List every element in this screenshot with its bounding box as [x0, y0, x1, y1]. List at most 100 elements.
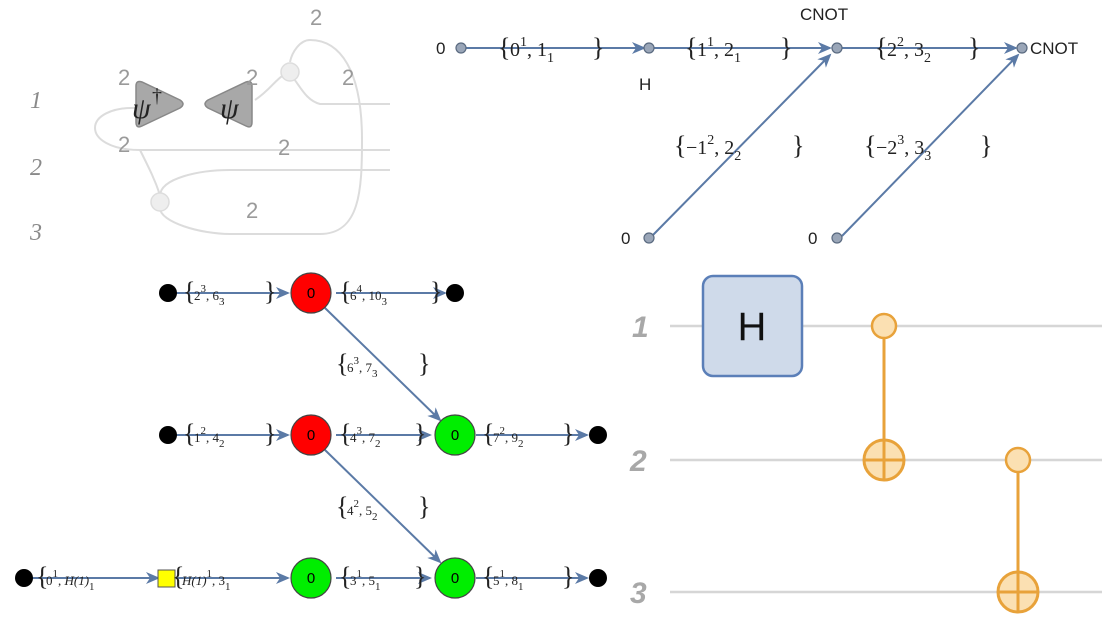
- tensor-node: [280, 62, 300, 82]
- svg-text:{: {: [339, 277, 351, 306]
- qubit-label-1: 1: [632, 311, 649, 344]
- svg-text:}: }: [562, 419, 574, 448]
- svg-text:{: {: [36, 562, 48, 591]
- hadamard-gate: H: [701, 274, 804, 378]
- target-plus-icon: [996, 570, 1040, 614]
- svg-text:{: {: [875, 33, 887, 62]
- svg-text:0: 0: [451, 570, 459, 587]
- svg-text:{: {: [336, 349, 348, 378]
- causal-edge-label: { 63, 73 }: [336, 349, 430, 380]
- svg-text:{: {: [336, 492, 348, 521]
- causal-edge-label: { 72, 92 }: [482, 419, 574, 450]
- svg-text:0: 0: [451, 427, 459, 444]
- causal-edge-label: { 42, 52 }: [336, 492, 430, 523]
- dim-label: 2: [278, 135, 290, 160]
- dag-zero-label: 0: [436, 39, 445, 58]
- dag-panel: 0 0 0 H CNOT CNOT { 01, 11 } { 11, 21 } …: [436, 5, 1078, 248]
- causal-node-red: 0: [290, 272, 332, 314]
- svg-text:}: }: [430, 277, 442, 306]
- svg-text:H(1)1, 31: H(1)1, 31: [181, 568, 231, 593]
- svg-text:23, 63: 23, 63: [194, 283, 225, 308]
- dim-label: 2: [118, 65, 130, 90]
- svg-text:{: {: [482, 562, 494, 591]
- dag-h-label: H: [639, 75, 651, 94]
- svg-text:42, 52: 42, 52: [347, 498, 378, 523]
- dag-edge-label: { −12, 22 }: [674, 131, 804, 164]
- dag-edge-label: { −23, 33 }: [864, 131, 992, 164]
- svg-text:11, 21: 11, 21: [697, 35, 741, 66]
- cnot-gate-2: [996, 446, 1040, 614]
- causal-terminals: [15, 284, 607, 587]
- dag-zero-label: 0: [621, 229, 630, 248]
- svg-text:}: }: [792, 131, 804, 160]
- target-plus-icon: [862, 438, 906, 482]
- svg-text:51, 81: 51, 81: [493, 568, 524, 593]
- causal-graph-panel: 0 0 0 0 0 { 23, 63 } { 64, 103 }: [15, 272, 607, 599]
- control-dot: [1004, 446, 1032, 474]
- svg-text:}: }: [264, 277, 276, 306]
- svg-text:{: {: [183, 419, 195, 448]
- svg-text:{: {: [183, 277, 195, 306]
- svg-text:}: }: [264, 419, 276, 448]
- dim-label: 2: [310, 5, 322, 30]
- causal-edges: [32, 287, 589, 584]
- svg-text:}: }: [418, 492, 430, 521]
- svg-text:22, 32: 22, 32: [887, 35, 931, 66]
- dim-label: 2: [246, 198, 258, 223]
- cnot-gate-1: [862, 312, 906, 482]
- causal-edge-label: { 31, 51 }: [339, 562, 426, 593]
- svg-text:}: }: [592, 33, 604, 62]
- causal-edge-label: { 64, 103 }: [339, 277, 442, 308]
- causal-edge-label: { 23, 63 }: [183, 277, 276, 308]
- dag-zero-label: 0: [808, 229, 817, 248]
- dim-label: 2: [342, 65, 354, 90]
- causal-edge-label: { 01, H(1)1: [36, 562, 95, 593]
- svg-text:64, 103: 64, 103: [350, 283, 388, 308]
- svg-text:31, 51: 31, 51: [350, 568, 381, 593]
- svg-text:0: 0: [307, 285, 315, 302]
- svg-text:}: }: [780, 33, 792, 62]
- svg-text:{: {: [172, 562, 184, 591]
- dag-edges: [466, 42, 1020, 237]
- dim-label: 2: [118, 132, 130, 157]
- svg-text:{: {: [498, 33, 510, 62]
- svg-text:}: }: [980, 131, 992, 160]
- svg-text:}: }: [414, 562, 426, 591]
- svg-text:12, 42: 12, 42: [194, 425, 225, 450]
- psi-dagger-gate: ψ †: [132, 80, 184, 128]
- psi-dagger-symbol: ψ: [132, 92, 152, 125]
- causal-edge-label: { 51, 81 }: [482, 562, 574, 593]
- causal-edge-label: { 43, 72 }: [339, 419, 426, 450]
- causal-node-green: 0: [290, 557, 332, 599]
- svg-text:0: 0: [307, 570, 315, 587]
- dag-vertices: [455, 42, 1028, 244]
- svg-text:{: {: [339, 562, 351, 591]
- qubit-label-2: 2: [629, 445, 647, 478]
- tensor-node: [150, 192, 170, 212]
- svg-text:0: 0: [307, 427, 315, 444]
- row-label-2: 2: [30, 155, 42, 181]
- svg-text:01, 11: 01, 11: [510, 35, 554, 66]
- svg-text:}: }: [968, 33, 980, 62]
- svg-text:43, 72: 43, 72: [350, 425, 381, 450]
- causal-node-yellow: [157, 569, 176, 588]
- qubit-label-3: 3: [630, 577, 647, 610]
- tensor-network-panel: 1 2 3 ψ † ψ 2 2 2 2 2 2 2: [29, 5, 390, 246]
- control-dot: [870, 312, 898, 340]
- svg-text:−12, 22: −12, 22: [686, 133, 741, 164]
- svg-text:}: }: [414, 419, 426, 448]
- psi-gate: ψ: [204, 80, 253, 128]
- row-label-3: 3: [29, 220, 42, 246]
- svg-text:{: {: [482, 419, 494, 448]
- svg-text:}: }: [418, 349, 430, 378]
- svg-text:63, 73: 63, 73: [347, 355, 378, 380]
- tensor-wires: [94, 38, 390, 235]
- svg-text:{: {: [339, 419, 351, 448]
- causal-edge-label: { H(1)1, 31: [172, 562, 231, 593]
- dag-cnot-label: CNOT: [1030, 39, 1078, 58]
- svg-text:{: {: [864, 131, 876, 160]
- causal-node-red: 0: [290, 414, 332, 456]
- svg-text:{: {: [674, 131, 686, 160]
- psi-symbol: ψ: [220, 92, 240, 125]
